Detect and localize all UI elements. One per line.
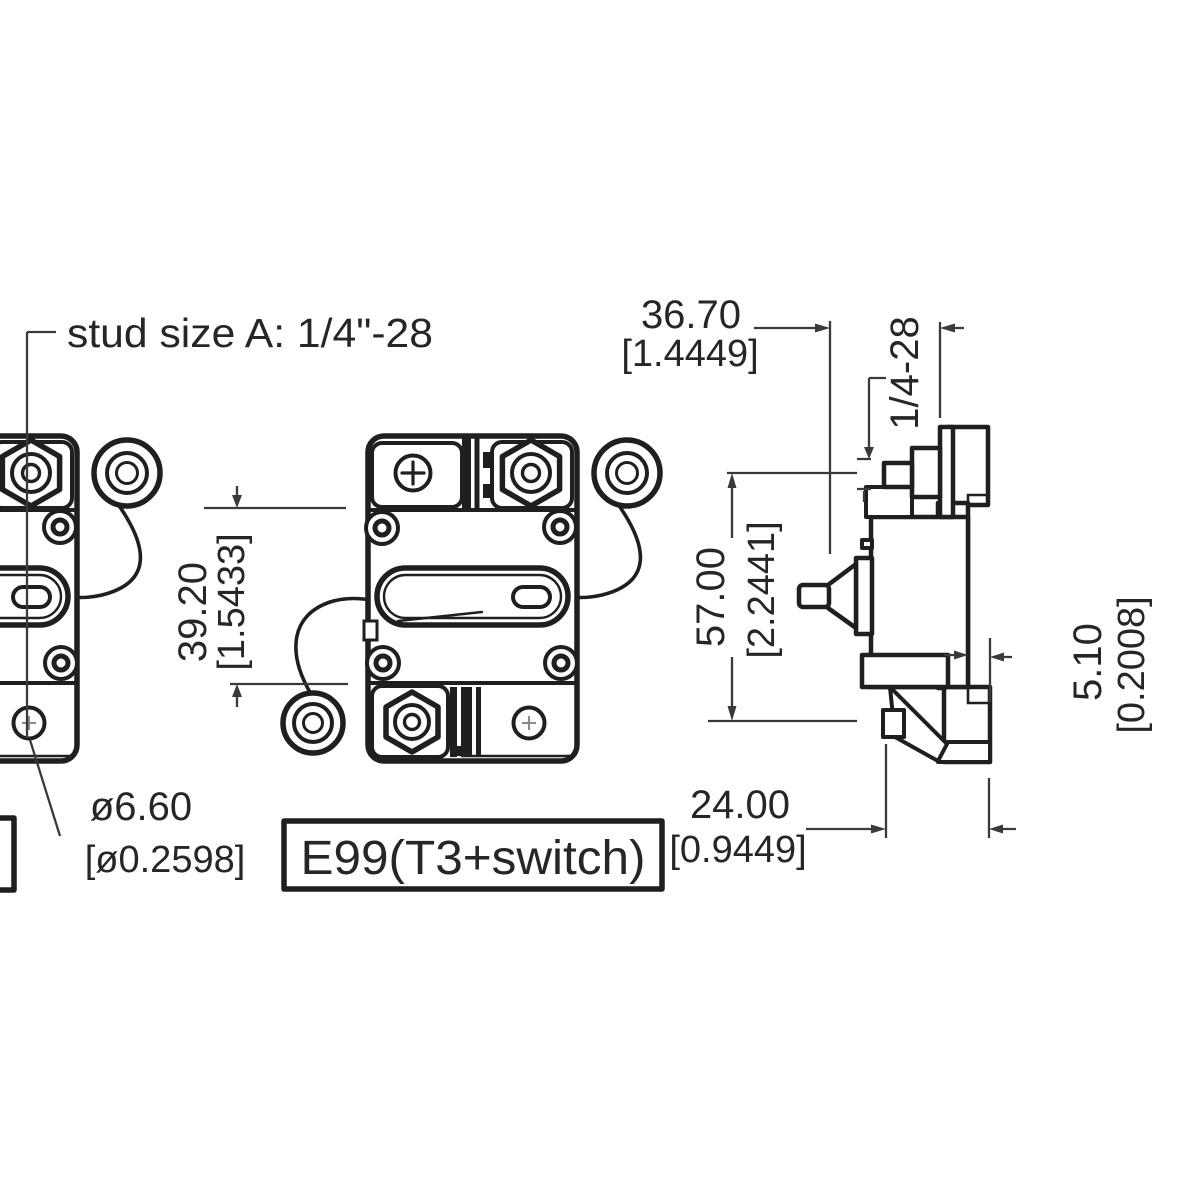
thread-callout: 1/4-28 [883, 316, 927, 429]
model-label: E99(T3+switch) [301, 832, 646, 885]
lever-base-profile [853, 555, 875, 637]
front-view-main [283, 436, 660, 761]
dim-flange-depth-inch: [0.2008] [1111, 596, 1153, 733]
foot-tab [881, 708, 906, 739]
dim-overall-height-mm: 57.00 [689, 547, 733, 647]
dim-body-height-lines [204, 486, 348, 707]
stud-note-leader [25, 330, 62, 837]
dim-overall-height-lines [708, 471, 857, 723]
dim-flange-depth-mm: 5.10 [1066, 623, 1110, 701]
dim-stud-offset-lines [754, 321, 964, 554]
dimension-lines [25, 321, 1016, 838]
dim-stud-offset-mm: 36.70 [641, 293, 741, 337]
stud-size-note: stud size A: 1/4"-28 [67, 310, 433, 356]
dim-body-height-mm: 39.20 [171, 562, 215, 662]
dim-hole-diameter-mm: ø6.60 [90, 785, 192, 829]
side-view [796, 424, 993, 765]
stud-nut-profile [909, 445, 943, 500]
dim-mount-depth-inch: [0.9449] [669, 829, 806, 871]
model-label-box [281, 818, 665, 892]
stud-profile [881, 460, 915, 490]
dim-mount-depth-lines [806, 744, 1016, 838]
dim-overall-height-inch: [2.2441] [741, 521, 783, 658]
dim-mount-depth-mm: 24.00 [690, 783, 790, 827]
lever-cone-profile [825, 561, 859, 631]
under-stud-step [864, 485, 914, 519]
flange-step-line-bottom [966, 685, 992, 705]
dim-body-height-inch: [1.5433] [211, 533, 253, 670]
front-step [860, 538, 874, 550]
lever-tip-profile [796, 582, 832, 610]
partial-label-box [0, 815, 17, 893]
drawing-text: stud size A: 1/4"-28 36.70 [1.4449] 39.2… [67, 293, 1153, 885]
thread-leader [857, 376, 886, 502]
front-view-left-partial [0, 436, 160, 761]
dim-hole-diameter-inch: [ø0.2598] [85, 839, 246, 881]
bracket-band [859, 652, 951, 690]
dim-stud-offset-inch: [1.4449] [621, 333, 758, 375]
